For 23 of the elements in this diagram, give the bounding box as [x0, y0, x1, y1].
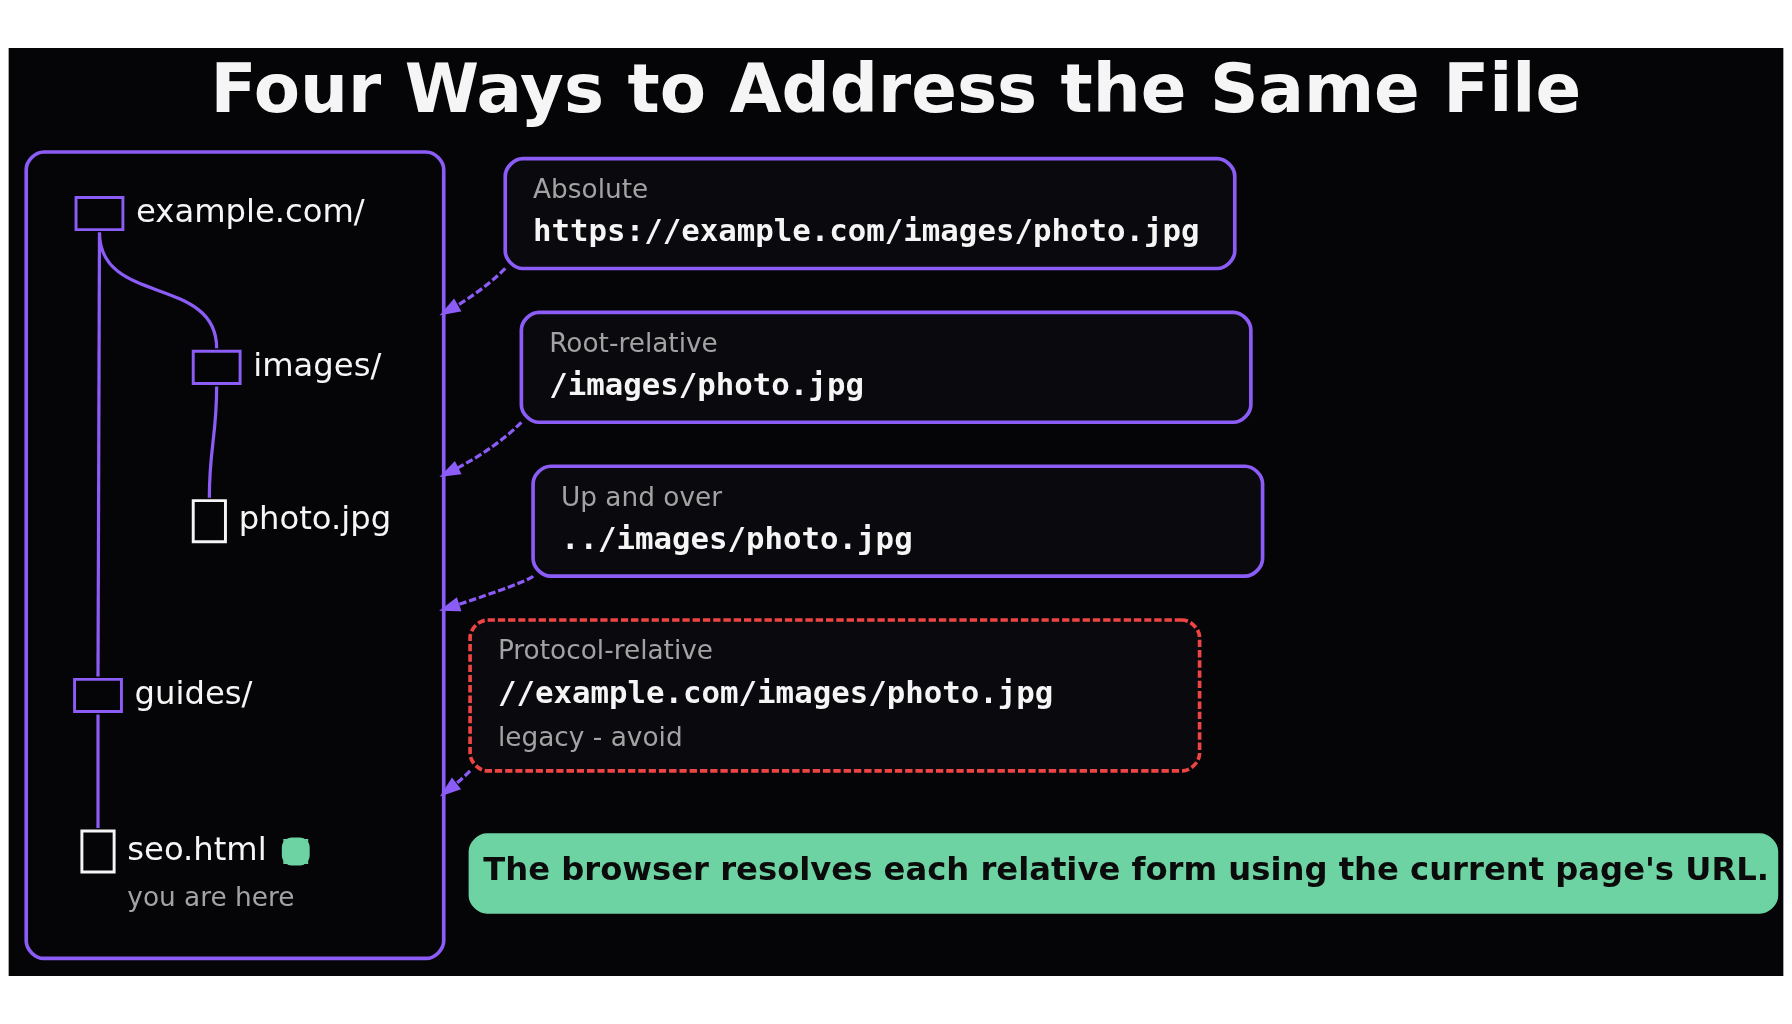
node-box — [73, 677, 123, 714]
node-label: guides/ — [134, 673, 253, 712]
connector — [207, 386, 219, 498]
node-label: example.com/ — [136, 191, 365, 230]
node-box — [74, 195, 125, 232]
node-box: Protocol-relative //example.com/images/photo.jpg legacy - avoid — [468, 618, 1202, 773]
connector — [96, 714, 100, 829]
node-box — [191, 349, 242, 385]
node-label: photo.jpg — [238, 499, 392, 538]
node-label: you are here — [127, 882, 295, 913]
node-box: Absolute https://example.com/images/photo.jpg — [503, 156, 1237, 271]
diagram-title: Four Ways to Address the Same File — [210, 49, 1582, 129]
arrow — [439, 574, 534, 612]
node-box: Root-relative /images/photo.jpg — [519, 310, 1253, 425]
cluster — [24, 150, 446, 961]
node-box: Up and over ../images/photo.jpg — [531, 464, 1265, 578]
node-label: images/ — [253, 345, 382, 384]
node-box: The browser resolves each relative form using the current page's URL. — [468, 833, 1779, 914]
node-box — [191, 499, 227, 544]
arrow — [439, 769, 472, 797]
arrow — [439, 421, 523, 478]
arrow — [439, 267, 507, 316]
connector — [96, 232, 102, 677]
